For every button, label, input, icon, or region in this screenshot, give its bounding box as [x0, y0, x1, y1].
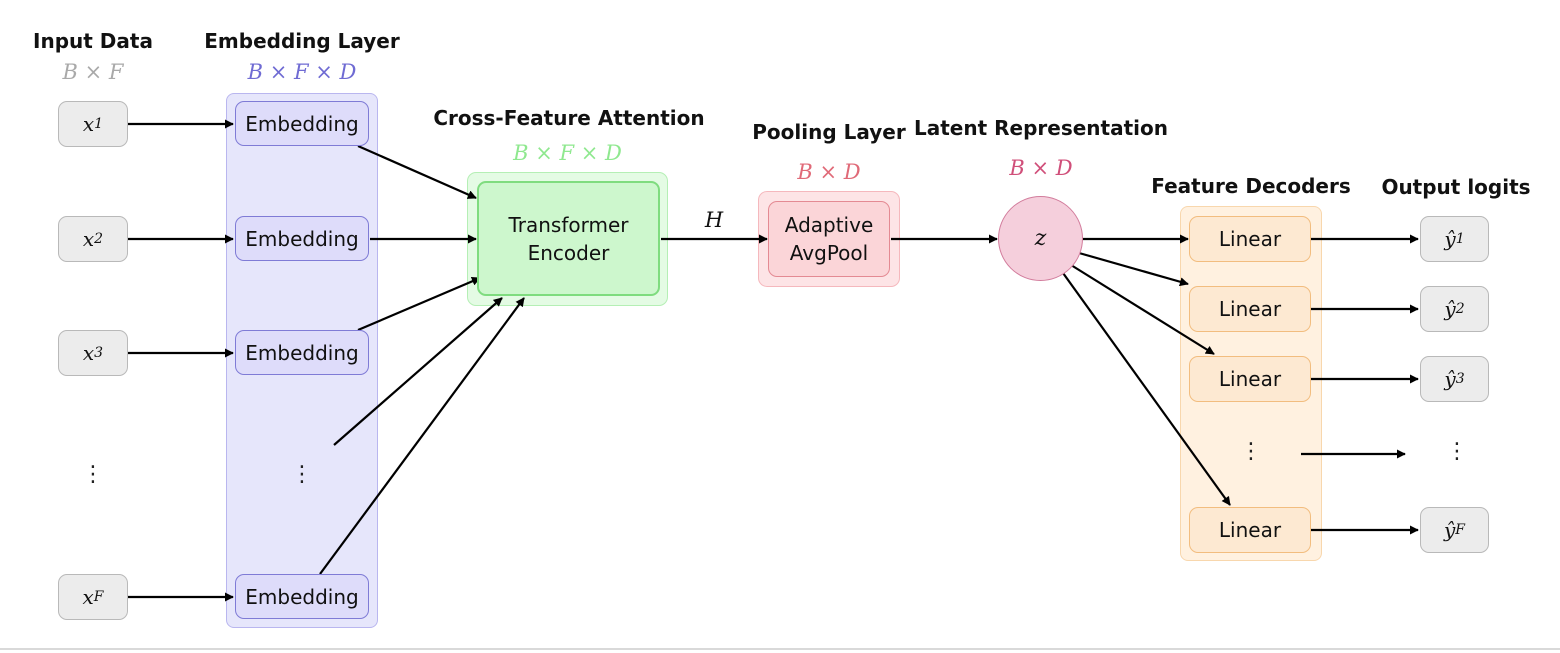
pool-line1: Adaptive: [784, 213, 874, 237]
dim-embedding: B × F × D: [247, 60, 357, 84]
embedding-box-2: Embedding: [235, 216, 369, 261]
linear-box-2: Linear: [1189, 286, 1311, 332]
embedding-box-3: Embedding: [235, 330, 369, 375]
arrow-emb1-transformer: [357, 144, 477, 200]
input-ellipsis: ⋮: [82, 462, 104, 487]
input-x1-base: x: [82, 112, 95, 136]
pool-line2: AvgPool: [789, 241, 869, 265]
input-xf-sub: F: [93, 589, 104, 605]
output-yf-sub: F: [1455, 522, 1466, 538]
input-x1-sub: 1: [94, 116, 104, 132]
h-label: H: [704, 208, 724, 232]
header-latent-representation: Latent Representation: [914, 116, 1168, 140]
linear-box-f: Linear: [1189, 507, 1311, 553]
linear-ellipsis: ⋮: [1240, 439, 1262, 464]
transformer-line1: Transformer: [508, 212, 629, 237]
arrow-latent-linear2: [1078, 251, 1189, 287]
input-x3-sub: 3: [94, 345, 104, 361]
transformer-encoder-box: Transformer Encoder: [477, 181, 660, 296]
header-cross-feature-attention: Cross-Feature Attention: [433, 106, 705, 130]
input-xf-base: x: [82, 585, 94, 609]
output-y1-sub: 1: [1455, 231, 1465, 247]
input-x2-base: x: [82, 227, 95, 251]
embedding-box-f: Embedding: [235, 574, 369, 619]
header-embedding-layer: Embedding Layer: [204, 29, 400, 53]
bottom-border: [0, 648, 1560, 650]
header-output-logits: Output logits: [1381, 175, 1531, 199]
arrow-latent-linearf: [1062, 272, 1231, 506]
dim-latent: B × D: [1009, 156, 1073, 180]
output-y1-base: ŷ: [1444, 227, 1456, 251]
arrow-embf-transformer: [319, 297, 525, 575]
linear-box-1: Linear: [1189, 216, 1311, 262]
dim-pooling: B × D: [797, 160, 861, 184]
embedding-box-1: Embedding: [235, 101, 369, 146]
embedding-ellipsis: ⋮: [291, 462, 313, 487]
dim-attention: B × F × D: [513, 141, 622, 165]
transformer-line2: Encoder: [527, 240, 610, 265]
header-pooling-layer: Pooling Layer: [752, 120, 906, 144]
dim-input: B × F: [62, 60, 124, 84]
arrow-dots-transformer: [333, 297, 503, 446]
header-input-data: Input Data: [33, 29, 153, 53]
latent-z-node: z: [998, 196, 1083, 281]
output-y2-base: ŷ: [1444, 297, 1456, 321]
input-x3-base: x: [82, 341, 95, 365]
output-y2-sub: 2: [1455, 301, 1465, 317]
arrow-emb3-transformer: [357, 276, 481, 332]
linear-box-3: Linear: [1189, 356, 1311, 402]
input-x2-sub: 2: [94, 231, 104, 247]
adaptive-avgpool-box: Adaptive AvgPool: [768, 201, 890, 277]
header-feature-decoders: Feature Decoders: [1151, 174, 1351, 198]
output-ellipsis: ⋮: [1446, 439, 1468, 464]
output-y3-base: ŷ: [1444, 367, 1456, 391]
output-yf-base: ŷ: [1443, 518, 1456, 542]
arrow-latent-linear3: [1070, 264, 1215, 355]
output-y3-sub: 3: [1455, 371, 1465, 387]
